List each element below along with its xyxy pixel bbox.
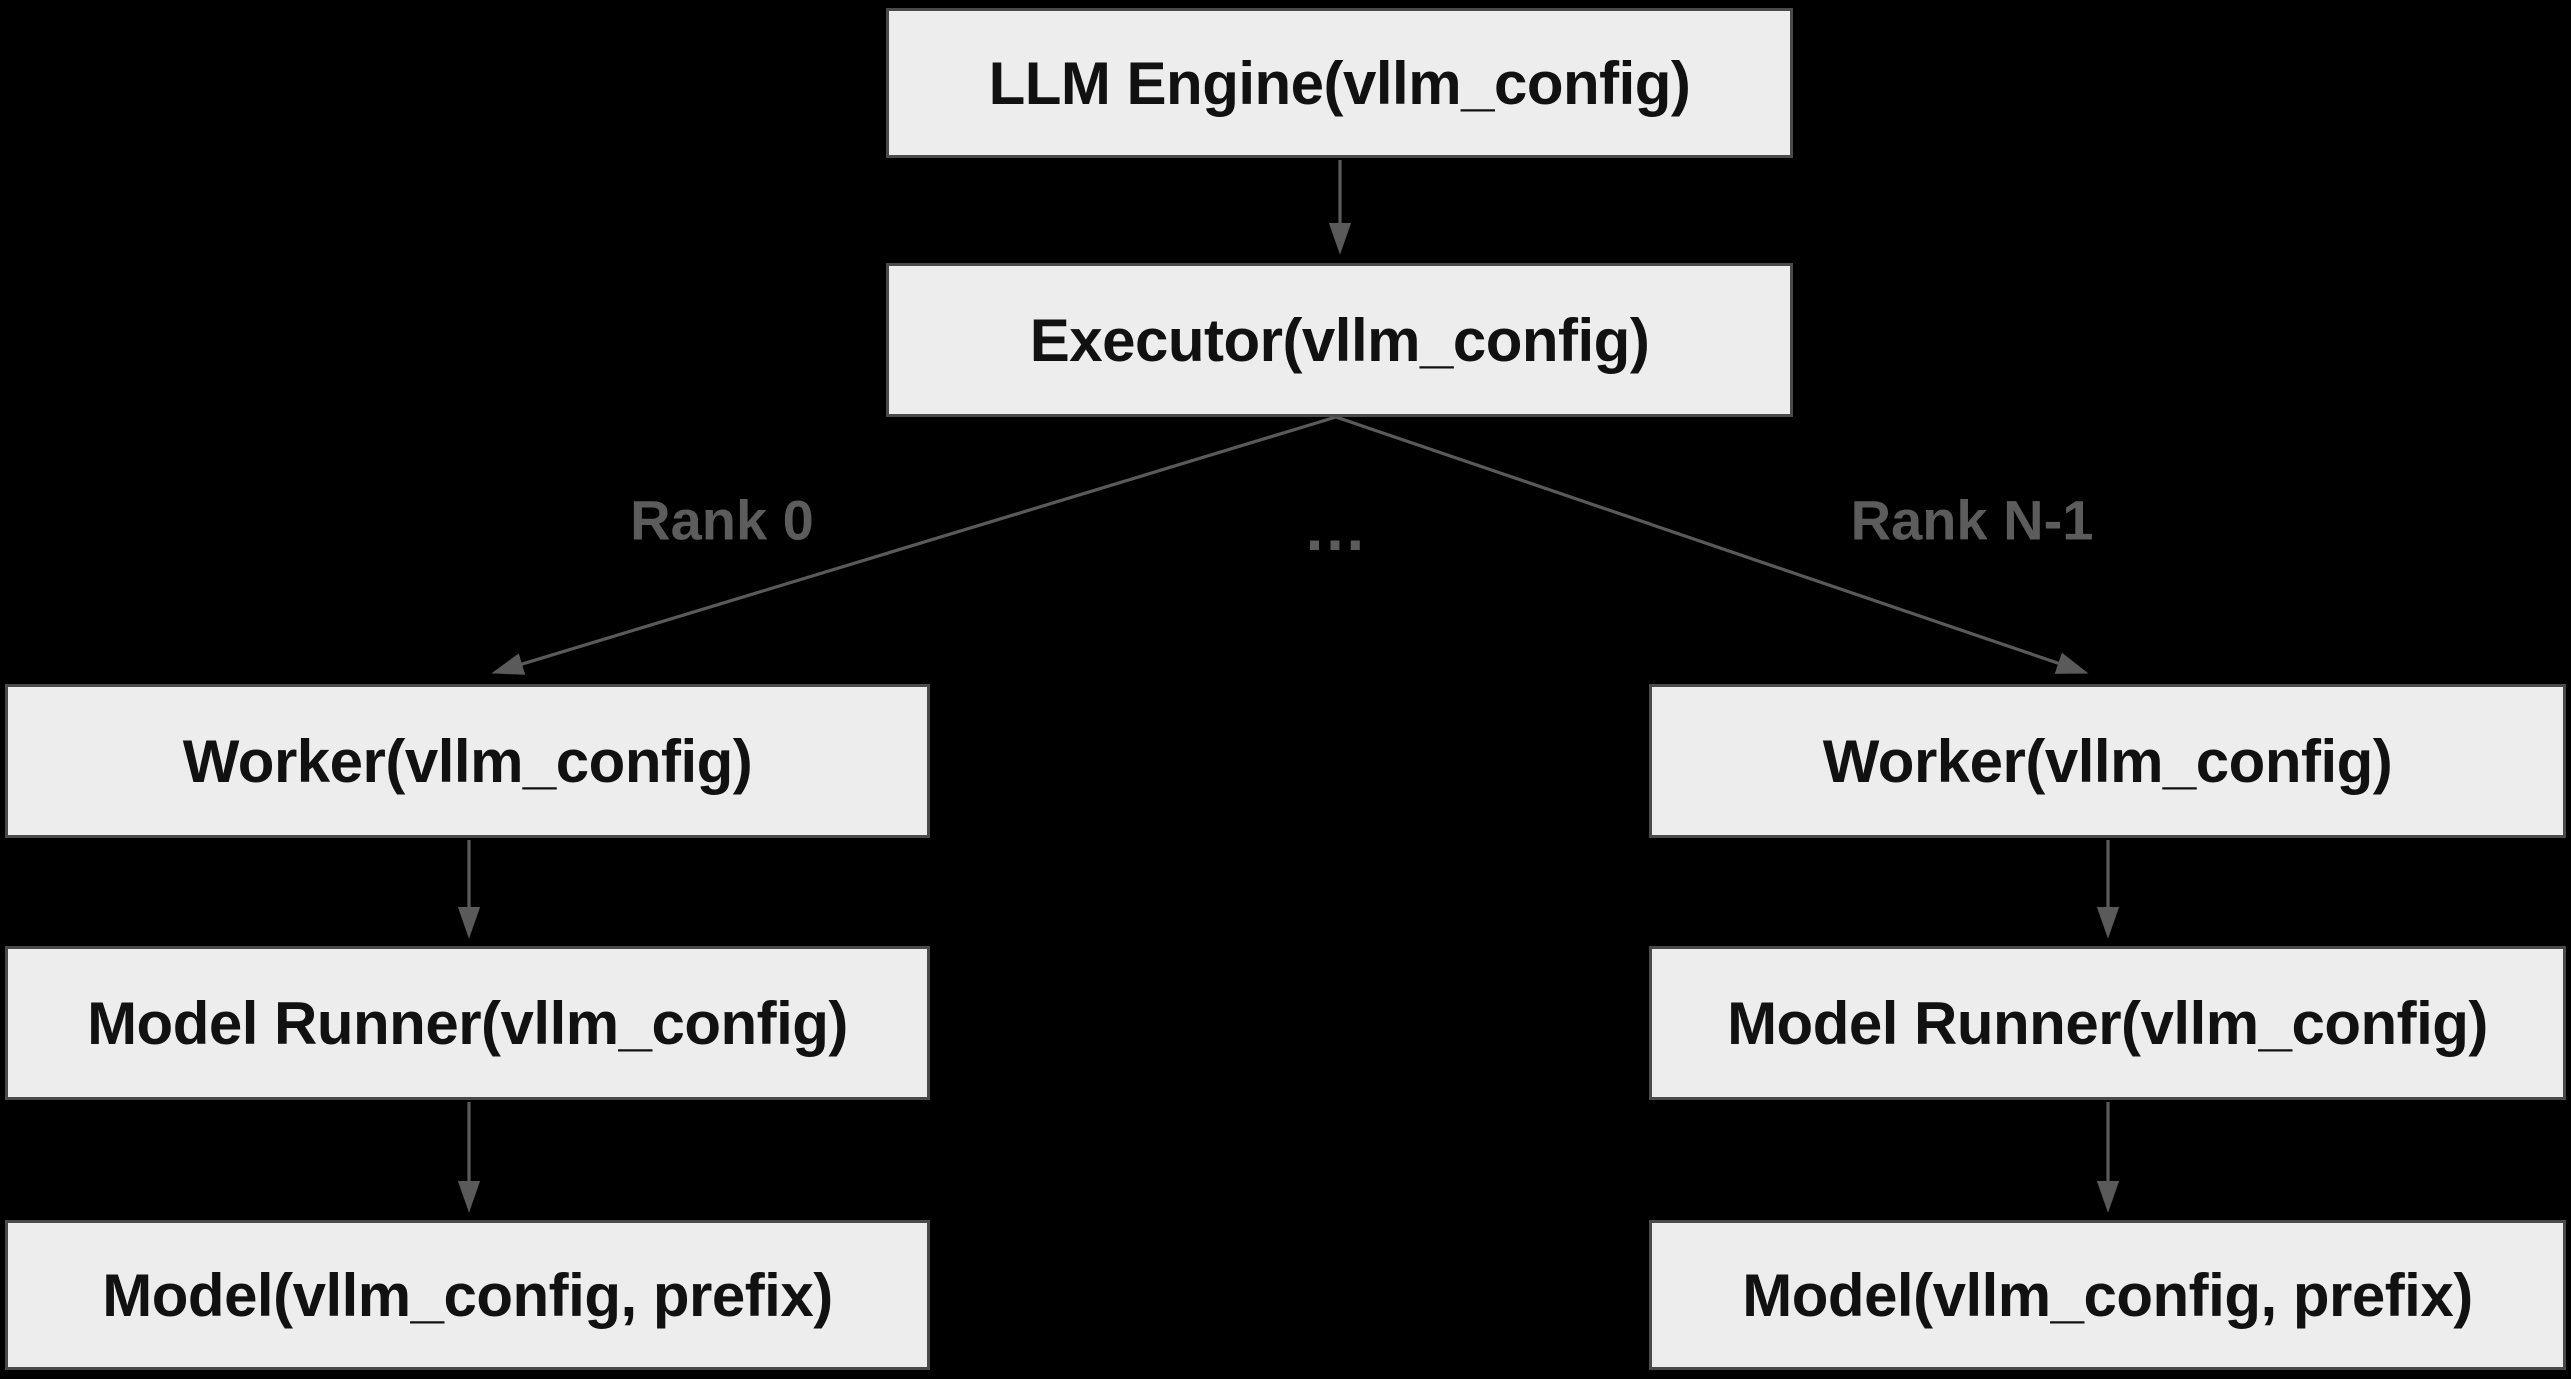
node-model-runner-rank0: Model Runner(vllm_config) (5, 946, 930, 1100)
node-llm-engine: LLM Engine(vllm_config) (886, 8, 1793, 158)
node-worker-rank0: Worker(vllm_config) (5, 684, 930, 838)
edge-executor-to-worker-rank0 (491, 415, 1337, 675)
node-executor: Executor(vllm_config) (886, 263, 1793, 417)
edge-executor-to-worker-rankn (1335, 415, 2089, 674)
node-model-rank0: Model(vllm_config, prefix) (5, 1220, 930, 1370)
edge-label-ellipsis: … (1303, 492, 1367, 564)
edge-label-rank-0: Rank 0 (630, 488, 814, 552)
node-worker-rankn: Worker(vllm_config) (1649, 684, 2566, 838)
node-model-runner-rankn: Model Runner(vllm_config) (1649, 946, 2566, 1100)
node-model-rankn: Model(vllm_config, prefix) (1649, 1220, 2566, 1370)
edge-label-rank-n-1: Rank N-1 (1850, 488, 2094, 552)
